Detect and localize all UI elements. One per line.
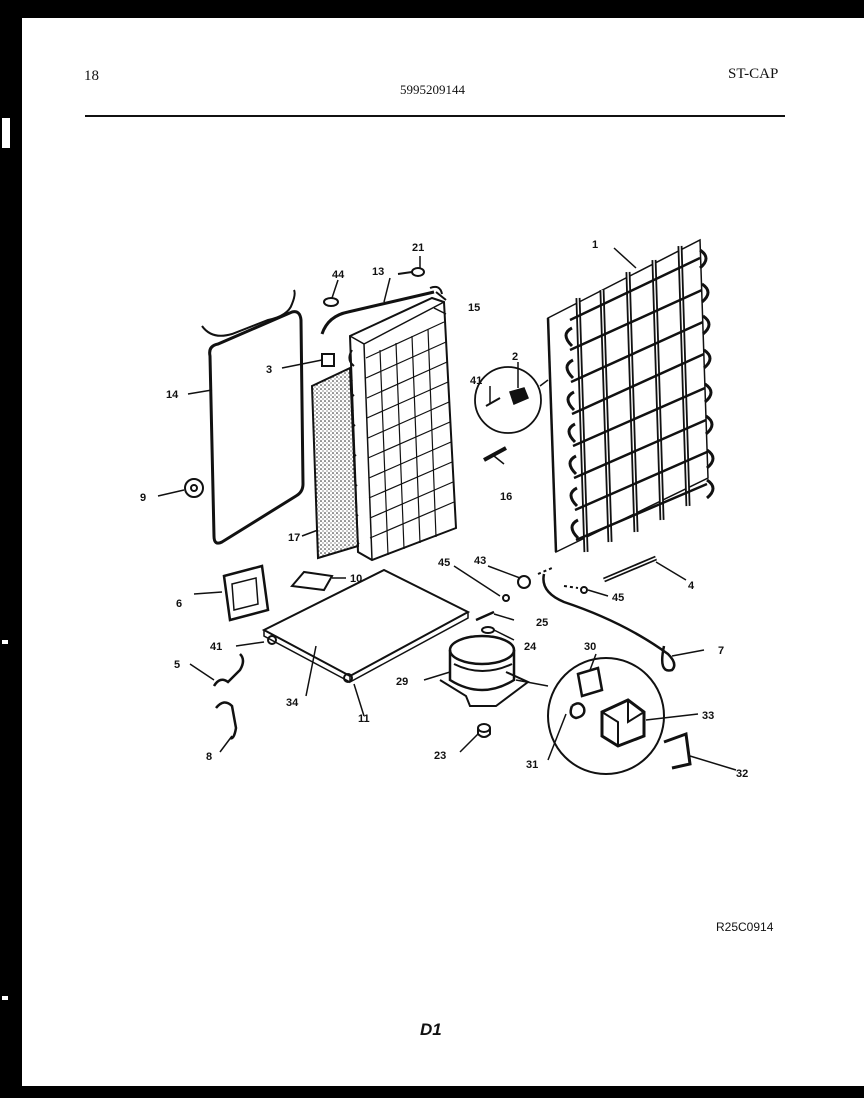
capillary-tube [542, 573, 676, 672]
binding-mark-middle [2, 640, 8, 644]
callout-4: 4 [688, 580, 695, 592]
callout-3: 3 [266, 364, 272, 376]
callout-17: 17 [288, 532, 300, 544]
callout-1: 1 [592, 239, 598, 251]
callout-11: 11 [358, 713, 370, 725]
callout-41-lower: 41 [210, 641, 222, 653]
rubber-mount [477, 723, 491, 738]
part-number: 5995209144 [400, 82, 465, 97]
wire-harness [212, 653, 245, 687]
callout-24: 24 [524, 641, 537, 653]
callout-31: 31 [526, 759, 538, 771]
callout-15: 15 [468, 302, 480, 314]
page-number: 18 [84, 68, 99, 84]
callout-7: 7 [718, 645, 724, 657]
callout-34: 34 [286, 697, 299, 709]
model-code: ST-CAP [728, 66, 779, 82]
sheet-mark: D1 [420, 1020, 442, 1039]
callout-45-left: 45 [438, 557, 450, 569]
callout-44: 44 [332, 269, 345, 281]
callout-41-upper: 41 [470, 375, 482, 387]
diagram-sheet: 18 5995209144 ST-CAP R25C0914 D1 [22, 18, 864, 1086]
mounting-bracket [290, 570, 334, 592]
binding-mark-bottom [2, 996, 8, 1000]
header-rule [85, 115, 785, 117]
callout-43: 43 [474, 555, 486, 567]
callout-labels: 1 2 3 4 5 6 7 8 9 10 11 13 14 15 16 17 2… [140, 239, 748, 780]
callout-21: 21 [412, 242, 424, 254]
callout-33: 33 [702, 710, 714, 722]
service-valve [502, 567, 588, 602]
terminal-box [222, 564, 270, 622]
callout-30: 30 [584, 641, 596, 653]
callout-16: 16 [500, 491, 512, 503]
callout-14: 14 [166, 389, 179, 401]
evaporator [348, 285, 458, 562]
thermostat-detail [474, 366, 549, 434]
base-plate [261, 568, 471, 684]
door-gasket [201, 289, 305, 545]
screw-bolt [397, 267, 425, 277]
binding-mark-top [2, 118, 10, 148]
clip [321, 353, 335, 367]
callout-13: 13 [372, 266, 384, 278]
reference-code: R25C0914 [716, 920, 774, 934]
callout-29: 29 [396, 676, 408, 688]
drain-cap [184, 478, 204, 498]
ground-wire [215, 701, 238, 740]
callout-32: 32 [736, 768, 748, 780]
callout-6: 6 [176, 598, 182, 610]
callout-9: 9 [140, 492, 146, 504]
washer [475, 610, 495, 622]
grommet [323, 297, 339, 307]
callout-45-right: 45 [612, 592, 624, 604]
suction-tube [320, 290, 435, 335]
electrical-detail [515, 657, 665, 775]
compressor [439, 634, 530, 707]
callout-23: 23 [434, 750, 446, 762]
callout-5: 5 [174, 659, 180, 671]
callout-25: 25 [536, 617, 548, 629]
callout-10: 10 [350, 573, 362, 585]
bracket [483, 446, 507, 462]
retainer-clip [663, 731, 692, 770]
callout-2: 2 [512, 351, 518, 363]
condenser-coil [546, 238, 715, 554]
callout-8: 8 [206, 751, 212, 763]
insulation-pad [310, 366, 360, 560]
grommet-small [481, 626, 495, 634]
